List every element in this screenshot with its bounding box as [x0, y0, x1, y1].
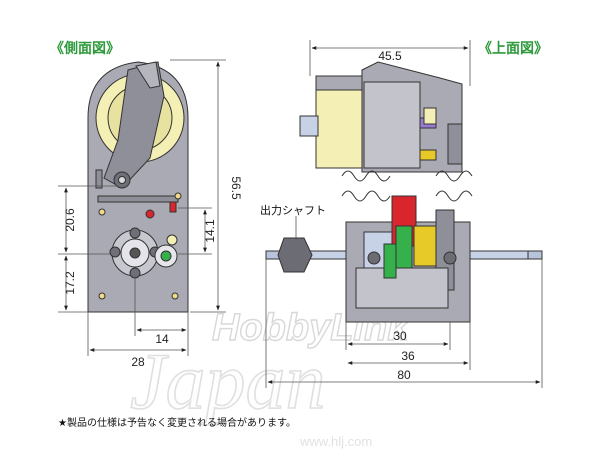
top-motor — [315, 81, 365, 169]
top-view-title: 《上面図》 — [478, 41, 548, 57]
top-view — [265, 61, 543, 323]
dim-side-height: 56.5 — [229, 176, 243, 200]
output-shaft-label: 出力シャフト — [260, 204, 326, 217]
dim-top-inner: 30 — [393, 329, 407, 343]
dim-top-mid: 36 — [401, 349, 415, 363]
dim-top-width: 45.5 — [378, 49, 402, 63]
dim-side-bottom-small: 14 — [155, 332, 169, 346]
top-dimensions — [265, 40, 543, 388]
shaft-hex — [277, 237, 313, 273]
side-dimensions — [58, 59, 226, 356]
dim-side-upper-left: 20.6 — [63, 208, 77, 232]
spec-change-note: ★製品の仕様は予告なく変更される場合があります。 — [58, 418, 296, 429]
dim-side-width: 28 — [131, 355, 145, 369]
dim-side-lower-left: 17.2 — [63, 271, 77, 295]
dim-side-right-small: 14.1 — [203, 219, 217, 243]
dim-top-total: 80 — [397, 368, 411, 382]
motor-clip — [103, 61, 165, 189]
side-view — [87, 61, 189, 313]
side-view-title: 《側面図》 — [50, 41, 120, 57]
